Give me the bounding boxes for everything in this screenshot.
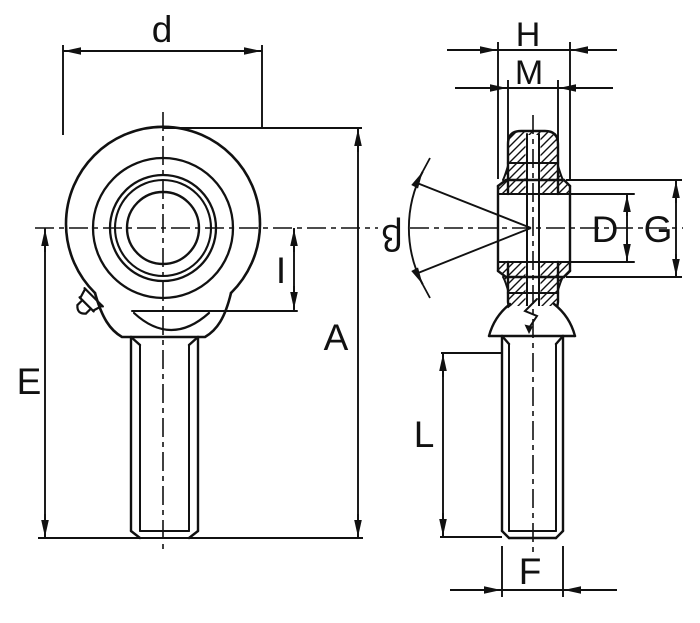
dim-label-d: d (152, 9, 173, 50)
neck-outline (93, 291, 233, 339)
centerlines (35, 112, 683, 552)
dim-label-beta: β (381, 217, 402, 258)
dim-H (447, 42, 617, 179)
dim-label-M: M (515, 54, 543, 92)
dim-beta (408, 157, 532, 299)
side-shank (500, 334, 565, 540)
dimension-labels: d A E I H M D G L F β (17, 9, 673, 592)
race-bottom-arc (132, 311, 211, 332)
front-view (64, 125, 298, 540)
dim-label-D: D (592, 209, 619, 250)
dim-d (62, 45, 263, 135)
boss-blank (489, 306, 575, 336)
grease-nipple-icon (76, 287, 104, 315)
dim-A (38, 127, 363, 539)
dim-G (566, 179, 682, 278)
dim-label-E: E (17, 361, 42, 402)
dim-label-A: A (324, 317, 349, 358)
dim-M (455, 80, 613, 148)
side-view (487, 129, 635, 540)
dimensions (38, 42, 682, 597)
dim-label-G: G (644, 209, 673, 250)
dim-label-H: H (516, 16, 541, 54)
dim-label-F: F (519, 551, 542, 592)
dim-label-I: I (276, 250, 286, 291)
dim-L (439, 352, 502, 538)
dim-label-L: L (414, 414, 435, 455)
front-shank (129, 335, 200, 540)
dim-F (450, 546, 617, 597)
